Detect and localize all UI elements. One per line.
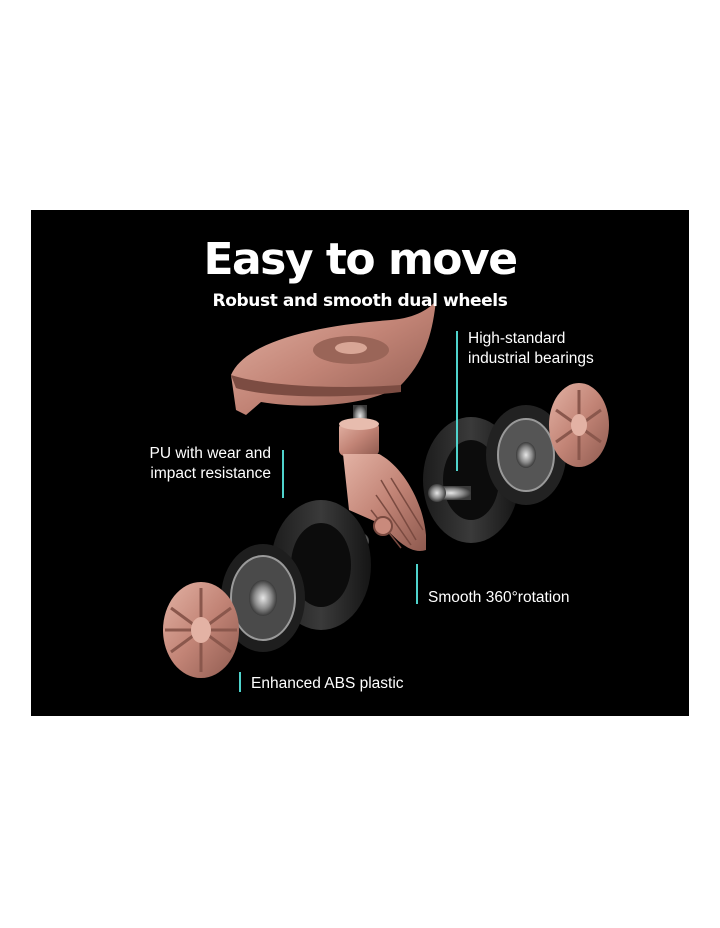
callout-bearings: High-standard industrial bearings xyxy=(468,329,594,369)
callout-bearings-line2: industrial bearings xyxy=(468,350,594,367)
left-hub xyxy=(221,544,305,652)
mounting-plate xyxy=(231,300,436,415)
callout-pu-line1: PU with wear and xyxy=(149,445,271,462)
callout-abs-tick xyxy=(239,672,241,692)
callout-pu: PU with wear and impact resistance xyxy=(121,444,271,484)
exploded-wheel-illustration xyxy=(163,300,609,678)
right-hub xyxy=(486,405,566,505)
callout-rotation-tick xyxy=(416,564,418,604)
fork-bracket xyxy=(343,454,426,551)
callout-bearings-tick xyxy=(456,331,458,471)
swivel-stem xyxy=(339,405,379,456)
callout-pu-tick xyxy=(282,450,284,498)
right-bearing xyxy=(428,484,471,502)
left-hubcap xyxy=(163,582,239,678)
callout-pu-line2: impact resistance xyxy=(150,465,271,482)
banner-subtitle: Robust and smooth dual wheels xyxy=(212,291,508,311)
callout-abs: Enhanced ABS plastic xyxy=(251,675,404,692)
callout-bearings-line1: High-standard xyxy=(468,330,566,347)
right-hubcap xyxy=(549,383,609,467)
product-banner: Easy to move Robust and smooth dual whee… xyxy=(31,210,689,716)
banner-title: Easy to move xyxy=(203,234,518,285)
callout-rotation: Smooth 360°rotation xyxy=(428,589,570,606)
